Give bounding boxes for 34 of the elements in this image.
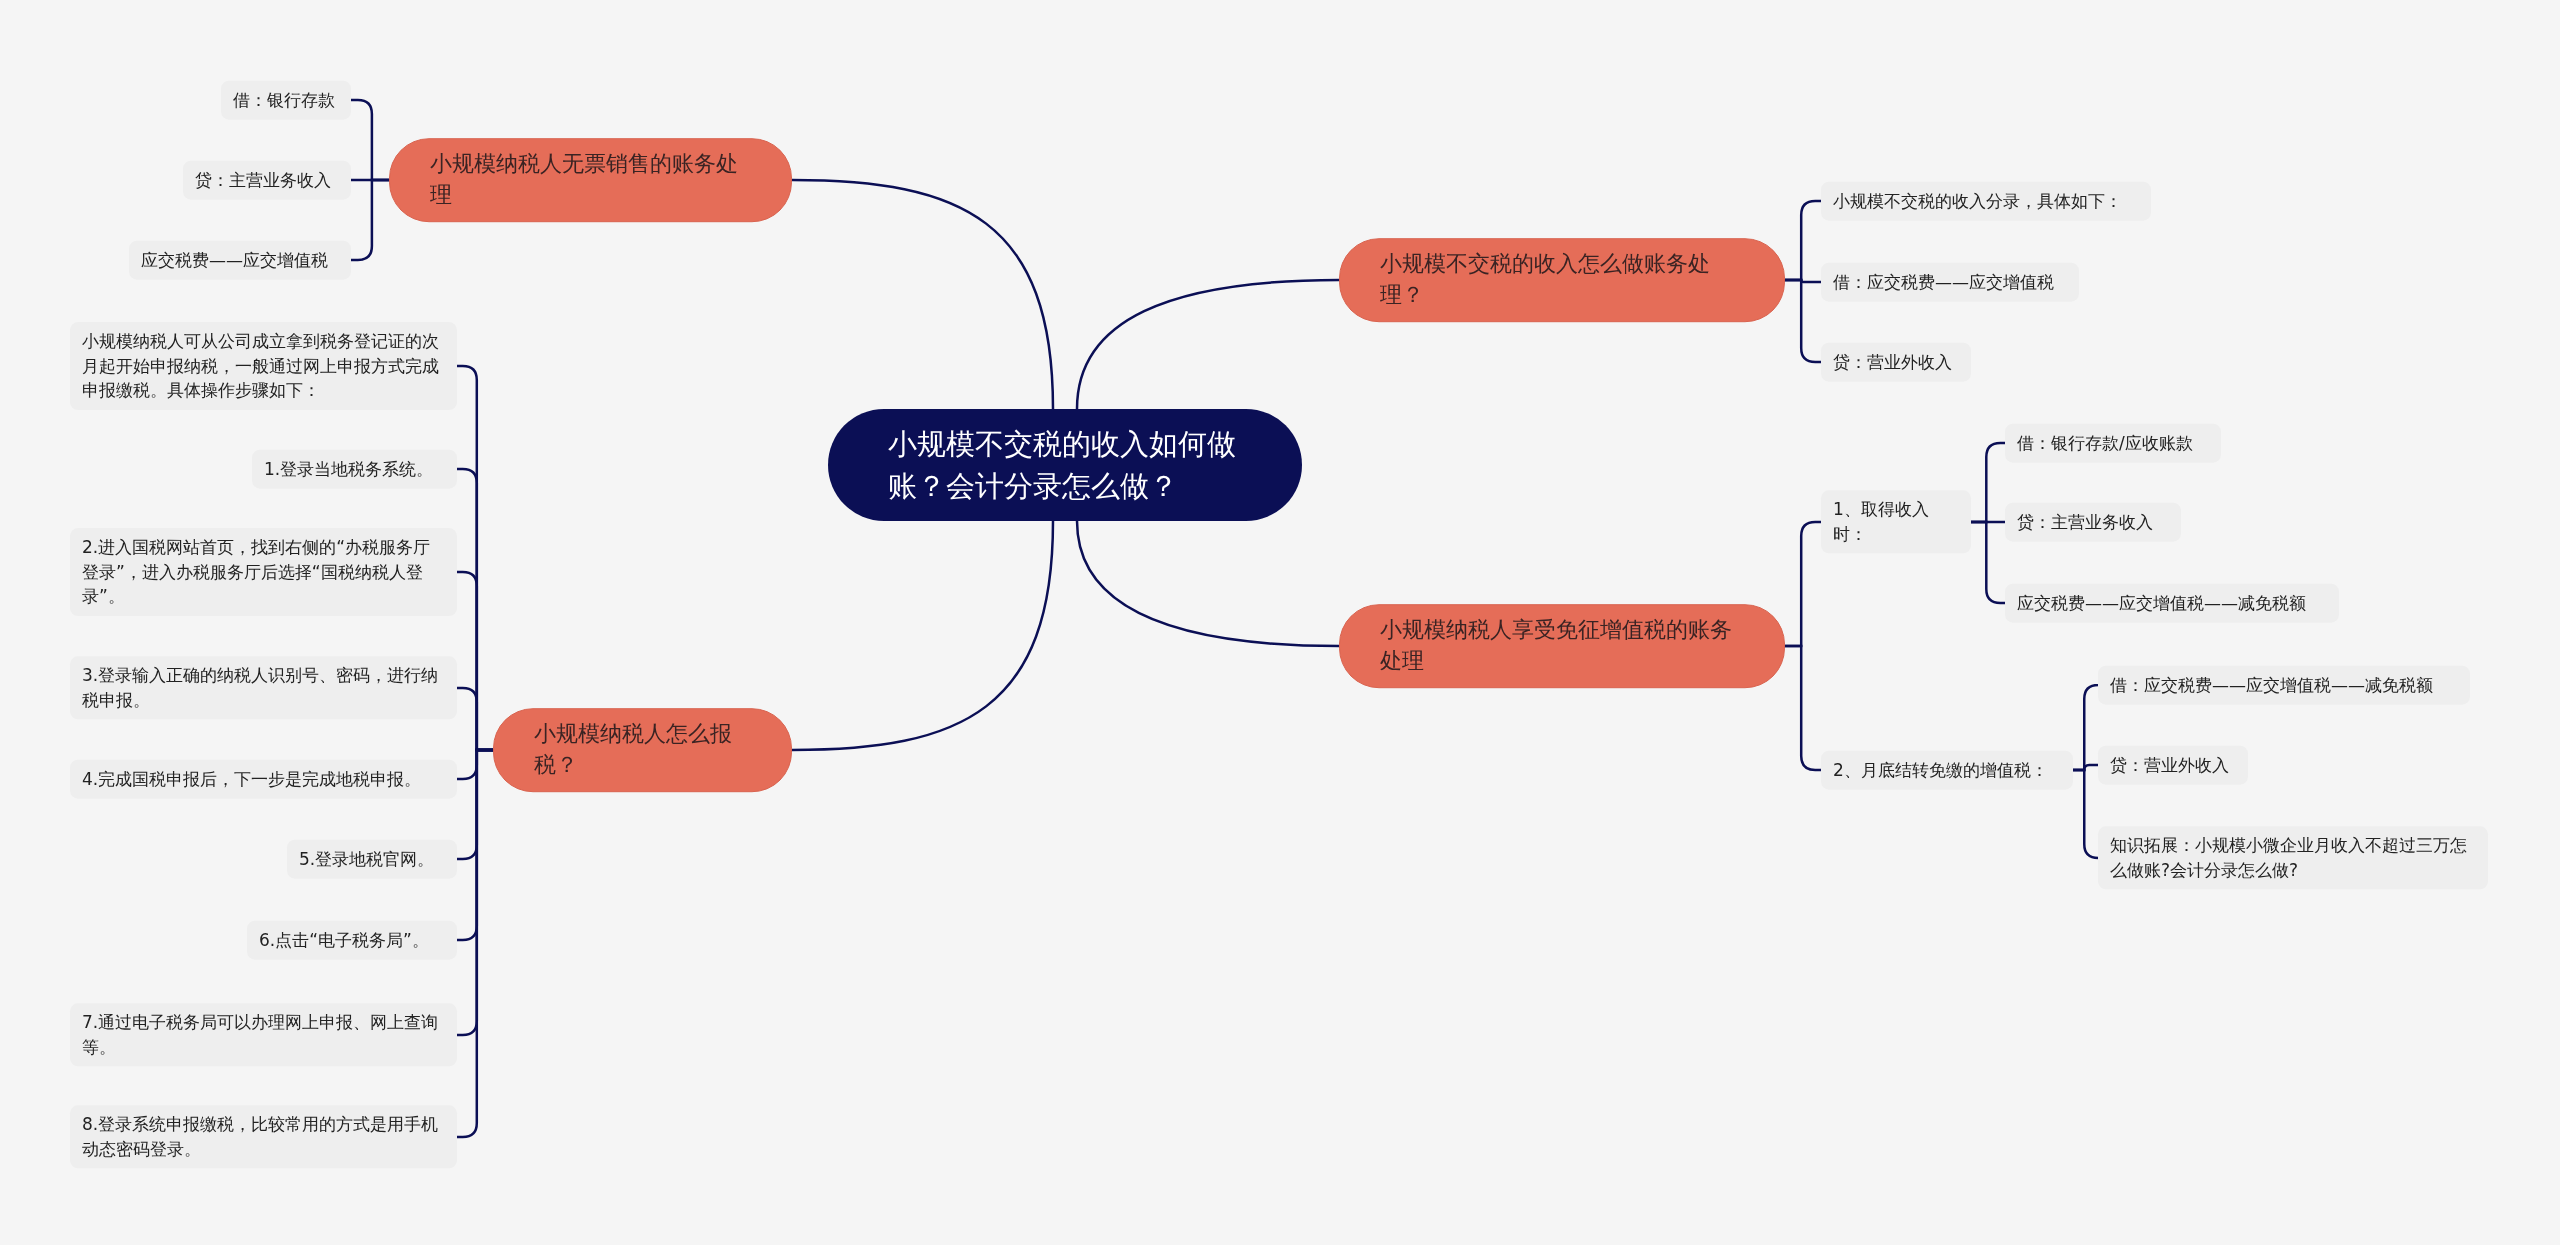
subtopic-card: 应交税费——应交增值税: [129, 240, 351, 280]
subtopic-card: 2、月底结转免缴的增值税：: [1821, 750, 2073, 790]
connector-line: [1075, 520, 1340, 648]
subtopic-card: 借：应交税费——应交增值税: [1821, 262, 2079, 302]
connector-line: [1075, 278, 1340, 410]
topic-pill: 小规模纳税人享受免征增值税的账务处理: [1339, 604, 1785, 688]
central-topic: 小规模不交税的收入如何做账？会计分录怎么做？: [828, 408, 1302, 522]
topic-pill: 小规模不交税的收入怎么做账务处理？: [1339, 238, 1785, 322]
connector-line: [2073, 768, 2100, 860]
subtopic-card: 小规模纳税人可从公司成立拿到税务登记证的次月起开始申报纳税，一般通过网上申报方式完成申报缴税。具体操作步骤如下：: [70, 322, 457, 410]
connector-line: [791, 178, 1055, 409]
subtopic-card: 3.登录输入正确的纳税人识别号、密码，进行纳税申报。: [70, 656, 457, 720]
subtopic-card: 5.登录地税官网。: [287, 839, 457, 879]
subtopic-card: 应交税费——应交增值税——减免税额: [2005, 583, 2339, 623]
connector-line: [457, 748, 493, 1139]
subtopic-card: 知识拓展：小规模小微企业月收入不超过三万怎么做账?会计分录怎么做?: [2098, 826, 2488, 890]
subtopic-card: 7.通过电子税务局可以办理网上申报、网上查询等。: [70, 1003, 457, 1067]
subtopic-card: 小规模不交税的收入分录，具体如下：: [1821, 181, 2151, 221]
subtopic-card: 借：应交税费——应交增值税——减免税额: [2098, 665, 2470, 705]
topic-pill: 小规模纳税人无票销售的账务处理: [389, 138, 792, 222]
subtopic-card: 6.点击“电子税务局”。: [247, 920, 457, 960]
subtopic-card: 4.完成国税申报后，下一步是完成地税申报。: [70, 759, 457, 799]
topic-pill: 小规模纳税人怎么报税？: [493, 708, 792, 792]
subtopic-card: 贷：主营业务收入: [2005, 502, 2181, 542]
subtopic-card: 贷：主营业务收入: [183, 160, 351, 200]
subtopic-card: 借：银行存款: [221, 80, 351, 120]
subtopic-card: 贷：营业外收入: [2098, 745, 2248, 785]
subtopic-card: 2.进入国税网站首页，找到右侧的“办税服务厅登录”，进入办税服务厅后选择“国税纳税人登录”。: [70, 528, 457, 616]
subtopic-card: 贷：营业外收入: [1821, 342, 1971, 382]
subtopic-card: 8.登录系统申报缴税，比较常用的方式是用手机动态密码登录。: [70, 1105, 457, 1169]
subtopic-card: 1.登录当地税务系统。: [252, 449, 457, 489]
connector-line: [791, 521, 1055, 752]
subtopic-card: 借：银行存款/应收账款: [2005, 423, 2221, 463]
subtopic-card: 1、取得收入时：: [1821, 490, 1971, 554]
